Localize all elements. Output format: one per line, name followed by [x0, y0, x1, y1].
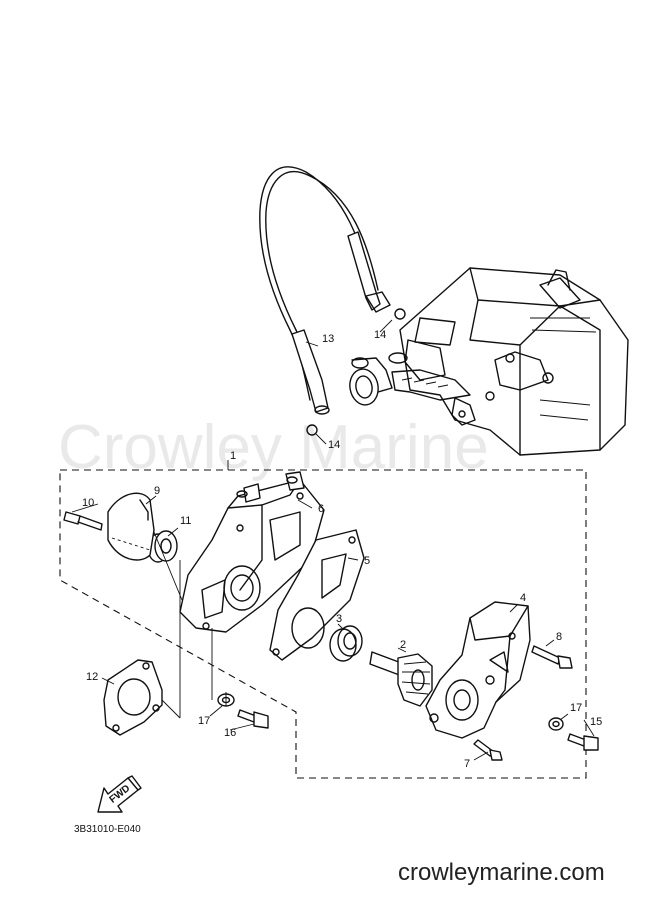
plate-9	[107, 492, 155, 561]
callout-5: 5	[364, 555, 370, 567]
watermark-text: Crowley Marine	[58, 413, 489, 482]
callout-16: 16	[224, 727, 236, 739]
seal-3	[329, 625, 363, 662]
reference-code: 3B31010-E040	[74, 824, 141, 835]
bolt-15	[567, 733, 599, 751]
callout-10: 10	[82, 497, 94, 509]
callout-17-left: 17	[198, 715, 210, 727]
callout-13: 13	[322, 333, 334, 345]
callout-17-right: 17	[570, 702, 582, 714]
washer-17-right	[548, 717, 564, 731]
callout-12: 12	[86, 671, 98, 683]
callout-14-top: 14	[374, 329, 386, 341]
screw-10	[63, 511, 103, 531]
bolt-16	[237, 709, 269, 729]
cooling-hose	[259, 166, 406, 436]
callout-2: 2	[400, 639, 406, 651]
bolt-7	[473, 739, 503, 761]
callout-7: 7	[464, 758, 470, 770]
impeller-2	[369, 651, 433, 707]
callout-15: 15	[590, 716, 602, 728]
pump-body-6	[179, 471, 325, 633]
fwd-arrow-icon: FWD	[97, 775, 142, 813]
callout-9: 9	[154, 485, 160, 497]
leader-lines	[71, 319, 595, 761]
pump-cover-4	[425, 601, 531, 739]
callout-1: 1	[230, 450, 236, 462]
bolt-8	[531, 645, 573, 669]
callout-3: 3	[336, 613, 342, 625]
website-text: crowleymarine.com	[398, 859, 605, 886]
callout-14-bottom: 14	[328, 439, 340, 451]
callout-6: 6	[318, 503, 324, 515]
alignment-lines	[153, 531, 227, 719]
gasket-5	[269, 529, 365, 661]
callout-8: 8	[556, 631, 562, 643]
callout-4: 4	[520, 592, 526, 604]
air-box-housing	[349, 267, 629, 456]
gasket-12	[103, 659, 163, 736]
callout-11: 11	[180, 515, 191, 527]
